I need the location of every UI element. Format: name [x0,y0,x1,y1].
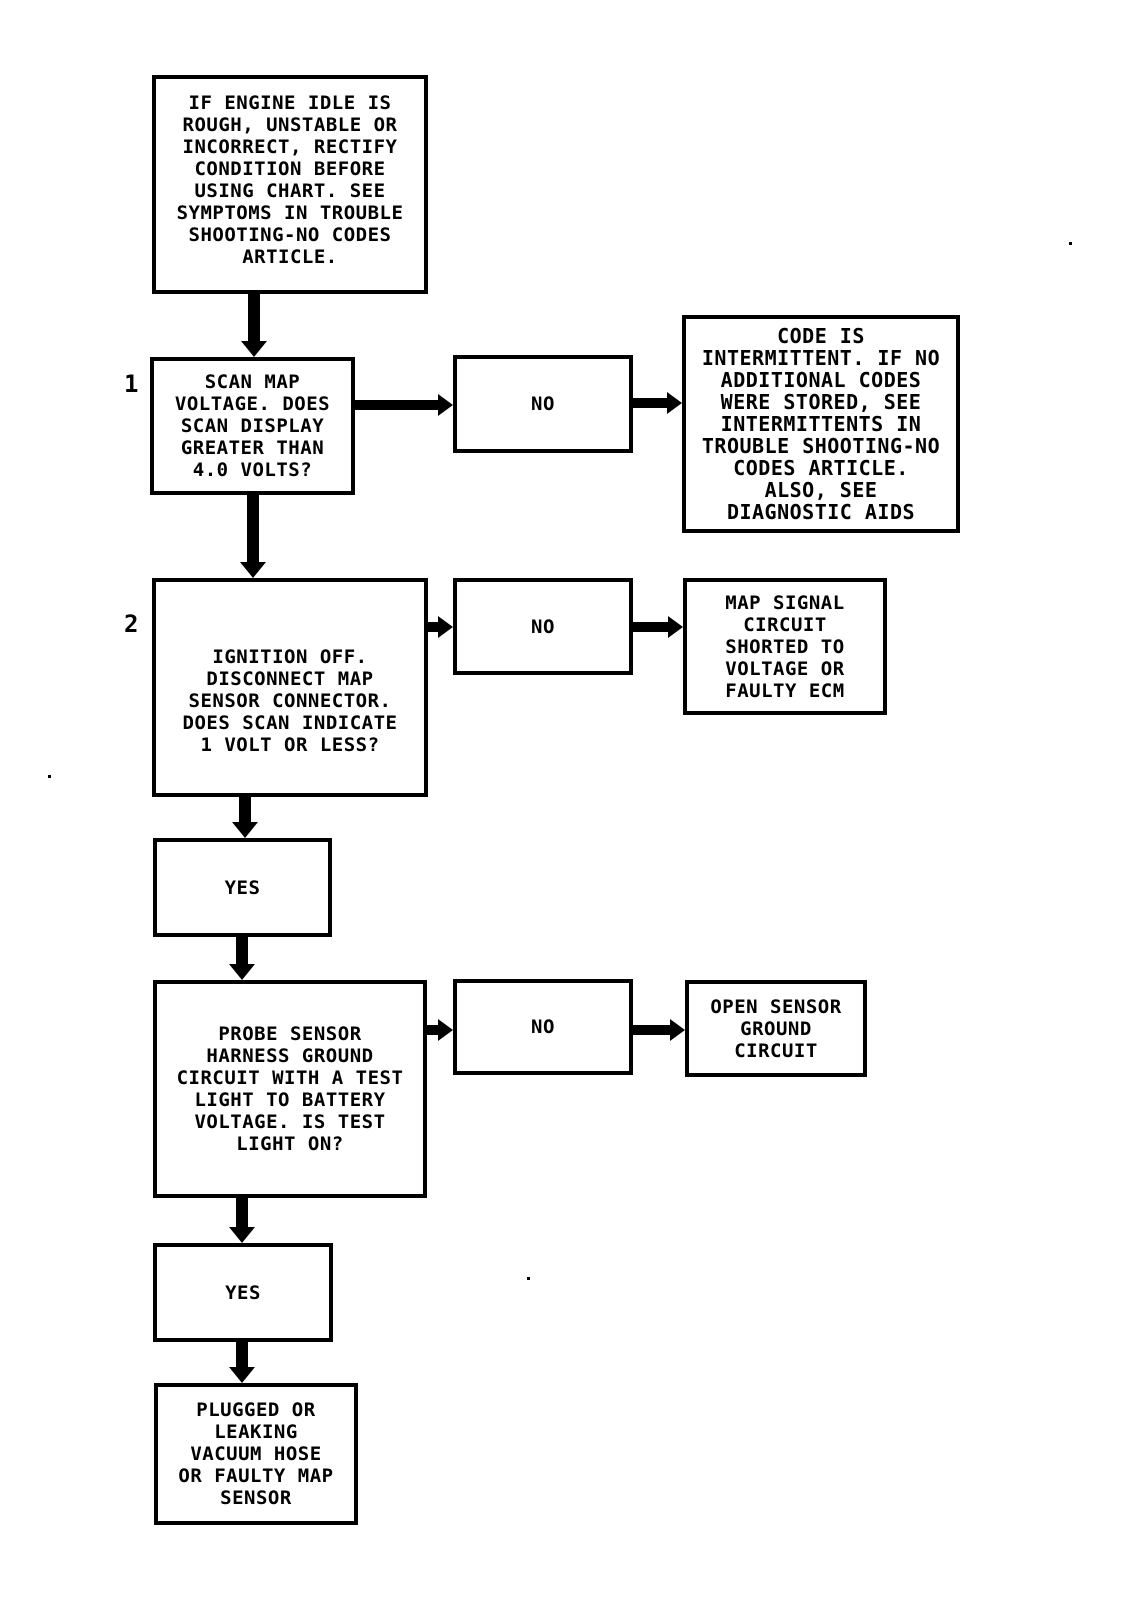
flowchart-box-no-2: NO [453,578,633,675]
box-text-probe-question: PROBE SENSOR HARNESS GROUND CIRCUIT WITH… [176,1023,404,1155]
flowchart-box-yes-1: YES [153,838,332,937]
box-text-code-intermittent: CODE IS INTERMITTENT. IF NO ADDITIONAL C… [701,324,941,524]
flowchart-box-step1-question: SCAN MAP VOLTAGE. DOES SCAN DISPLAY GREA… [150,357,355,495]
arrow-head [240,562,266,578]
arrow-shaft [236,1198,248,1229]
flowchart-box-no-3: NO [453,979,633,1075]
arrow-shaft [247,495,259,564]
arrow-shaft [236,937,248,966]
box-text-no-2: NO [531,615,555,638]
flowchart-box-yes-2: YES [153,1243,333,1342]
flowchart-box-plugged-hose: PLUGGED OR LEAKING VACUUM HOSE OR FAULTY… [154,1383,358,1525]
scan-speck [527,1277,530,1280]
arrow-head [438,394,453,416]
arrow-head [438,1019,453,1041]
flowchart-box-no-1: NO [453,355,633,453]
arrow-head [438,616,453,638]
box-text-plugged-hose: PLUGGED OR LEAKING VACUUM HOSE OR FAULTY… [178,1399,334,1509]
arrow-shaft [239,797,251,824]
arrow-shaft [355,400,440,410]
box-text-start: IF ENGINE IDLE IS ROUGH, UNSTABLE OR INC… [176,91,404,268]
flowchart-box-open-ground: OPEN SENSOR GROUND CIRCUIT [685,980,867,1077]
flowchart-box-code-intermittent: CODE IS INTERMITTENT. IF NO ADDITIONAL C… [682,315,960,533]
scan-speck [1069,242,1072,245]
box-text-yes-2: YES [225,1281,261,1304]
box-text-map-signal-shorted: MAP SIGNAL CIRCUIT SHORTED TO VOLTAGE OR… [725,591,845,702]
flowchart-box-start: IF ENGINE IDLE IS ROUGH, UNSTABLE OR INC… [152,75,428,294]
box-text-no-1: NO [531,393,555,415]
arrow-head [670,1019,685,1041]
arrow-shaft [633,622,670,632]
flowchart-box-map-signal-shorted: MAP SIGNAL CIRCUIT SHORTED TO VOLTAGE OR… [683,578,887,715]
flowchart-box-probe-question: PROBE SENSOR HARNESS GROUND CIRCUIT WITH… [153,980,427,1198]
arrow-shaft [427,1025,440,1035]
arrow-head [229,964,255,980]
arrow-shaft [428,622,440,632]
arrow-head [232,822,258,838]
scan-speck [48,775,51,778]
step-number-1: 1 [124,370,139,398]
box-text-yes-1: YES [224,876,261,899]
arrow-head [667,392,682,414]
arrow-shaft [248,294,260,343]
arrow-head [229,1367,255,1383]
arrow-head [241,341,267,357]
step-number-2: 2 [124,610,139,638]
box-text-step1-question: SCAN MAP VOLTAGE. DOES SCAN DISPLAY GREA… [174,371,331,481]
box-text-step2-question: IGNITION OFF. DISCONNECT MAP SENSOR CONN… [182,645,398,756]
arrow-shaft [633,1025,672,1035]
arrow-head [668,616,683,638]
arrow-shaft [236,1342,248,1369]
flowchart-box-step2-question: IGNITION OFF. DISCONNECT MAP SENSOR CONN… [152,578,428,797]
box-text-no-3: NO [531,1016,555,1038]
arrow-head [229,1227,255,1243]
box-text-open-ground: OPEN SENSOR GROUND CIRCUIT [710,995,842,1062]
arrow-shaft [633,398,669,408]
